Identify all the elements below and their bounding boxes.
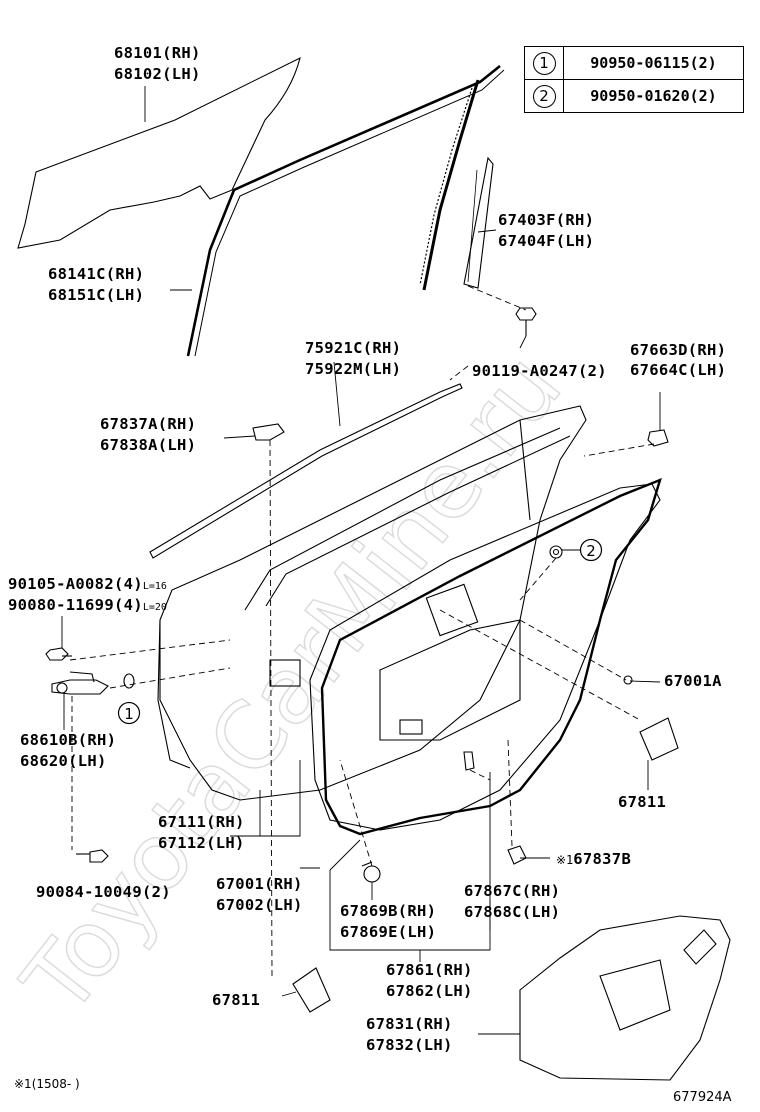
clip-67869b — [361, 861, 381, 883]
nut-2 — [549, 545, 563, 559]
label-67837b-text: 67837B — [573, 850, 632, 868]
label-90080-note: L=20 — [142, 602, 167, 613]
door-hinge — [51, 671, 109, 695]
callout-circle-1-num: 1 — [124, 705, 134, 723]
label-67831: 67831(RH) — [366, 1015, 453, 1033]
door-shell-shape — [159, 405, 587, 801]
label-67861: 67861(RH) — [386, 961, 473, 979]
hinge-bolt-top — [45, 647, 72, 661]
clip-67837b — [507, 845, 527, 865]
clip-67837a — [252, 423, 285, 441]
legend-code-2: 90950-01620(2) — [563, 79, 744, 113]
label-67832: 67832(LH) — [366, 1036, 453, 1054]
pad-67811-bottom — [292, 967, 331, 1013]
label-68141c: 68141C(RH) — [48, 265, 145, 283]
label-68151c: 68151C(LH) — [48, 286, 145, 304]
label-75922m: 75922M(LH) — [305, 360, 402, 378]
label-67838a: 67838A(LH) — [100, 436, 197, 454]
label-67837a: 67837A(RH) — [100, 415, 197, 433]
label-67862: 67862(LH) — [386, 982, 473, 1000]
figure-code: 677924A — [673, 1090, 732, 1105]
label-90080: 90080-11699(4)L=20 — [8, 596, 167, 614]
hole-cover-shape — [519, 915, 731, 1081]
label-67811-bottom: 67811 — [212, 991, 261, 1009]
callout-circle-2-num: 2 — [586, 542, 596, 560]
label-68620: 68620(LH) — [20, 752, 107, 770]
legend-code-1: 90950-06115(2) — [563, 46, 744, 80]
label-67869b: 67869B(RH) — [340, 902, 437, 920]
label-68102: 68102(LH) — [114, 65, 201, 83]
hinge-bolt-bottom — [76, 849, 109, 863]
legend-num-1: 1 — [532, 51, 556, 75]
footnote: ※1(1508- ) — [14, 1077, 80, 1091]
callout-circle-1: 1 — [117, 701, 141, 725]
bolt-90119 — [515, 307, 537, 336]
label-67112: 67112(LH) — [158, 834, 245, 852]
label-67001a: 67001A — [664, 672, 722, 690]
legend-table: 1 90950-06115(2) 2 90950-01620(2) — [524, 46, 744, 113]
label-68101: 68101(RH) — [114, 44, 201, 62]
label-67811-right: 67811 — [618, 793, 667, 811]
label-90084: 90084-10049(2) — [36, 883, 171, 901]
label-67663d: 67663D(RH) — [630, 341, 727, 359]
label-67868c: 67868C(LH) — [464, 903, 561, 921]
label-67002: 67002(LH) — [216, 896, 303, 914]
glass-run-shape — [186, 64, 501, 357]
label-90105: 90105-A0082(4)L=16 — [8, 575, 167, 593]
clip-67663d — [647, 429, 669, 447]
label-68610b: 68610B(RH) — [20, 731, 117, 749]
label-67837b: ※167837B — [556, 850, 632, 868]
legend-row: 1 90950-06115(2) — [524, 46, 744, 80]
legend-row: 2 90950-01620(2) — [524, 79, 744, 113]
door-front-edge — [157, 619, 191, 769]
label-67111: 67111(RH) — [158, 813, 245, 831]
legend-num-2: 2 — [532, 84, 556, 108]
label-67867c: 67867C(RH) — [464, 882, 561, 900]
label-67001: 67001(RH) — [216, 875, 303, 893]
label-67403f: 67403F(RH) — [498, 211, 595, 229]
weatherstrip-shape — [320, 477, 662, 836]
grommet-1 — [123, 673, 135, 689]
label-67837b-mark: ※1 — [556, 853, 574, 867]
pad-67811-right — [639, 717, 679, 761]
watermark: ToyotaCarMine.ru — [2, 334, 582, 1034]
clip-67867c — [463, 751, 475, 771]
belt-moulding-shape — [149, 383, 463, 559]
door-glass-shape — [17, 56, 301, 249]
label-75921c: 75921C(RH) — [305, 339, 402, 357]
label-67664c: 67664C(LH) — [630, 361, 727, 379]
label-90080-text: 90080-11699(4) — [8, 596, 143, 614]
plug-67001a — [623, 675, 633, 685]
label-67869e: 67869E(LH) — [340, 923, 437, 941]
division-bar-shape — [463, 156, 494, 289]
label-90105-note: L=16 — [142, 581, 167, 592]
label-67404f: 67404F(LH) — [498, 232, 595, 250]
label-90105-text: 90105-A0082(4) — [8, 575, 143, 593]
callout-circle-2: 2 — [562, 538, 603, 562]
label-90119: 90119-A0247(2) — [472, 362, 607, 380]
